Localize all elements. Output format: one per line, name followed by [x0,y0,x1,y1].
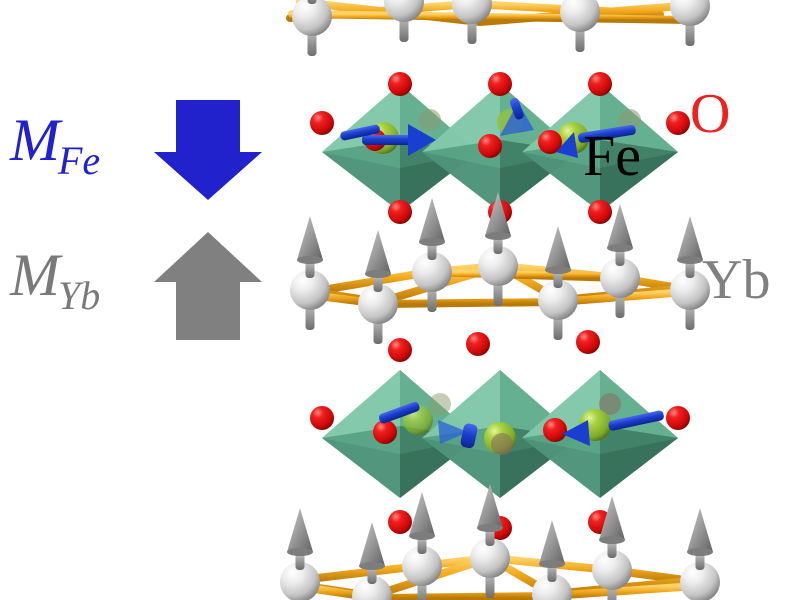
oxygen-atom [576,330,600,354]
fe-spin-tail [340,124,380,141]
fe-site [538,109,641,158]
fe-spin-tail [509,98,524,120]
oxygen-atom [478,134,502,158]
yb-atom [292,0,332,56]
oxygen-atom [588,72,612,96]
fe-spin-tail [608,410,664,431]
yb-moment-label: MYb [10,242,102,316]
fe-atom-back [419,109,441,131]
oxygen-atom [543,418,567,442]
yb-atom [352,522,392,600]
yb-layer-middle [290,192,710,344]
fe-atom-back [619,109,641,131]
oxygen-atom [388,510,412,534]
ytterbium-label: Yb [702,249,771,311]
fe-site [543,393,664,446]
oxygen-atom [588,200,612,224]
oxygen-atom [310,406,334,430]
fe-atoms-upper [340,98,641,158]
oxygen-atom [388,200,412,224]
oxygen-atom [466,332,490,356]
oxygen-label: O [690,83,731,145]
yb-atom [560,0,600,52]
fe-atoms-lower [373,393,664,455]
fe-site [460,422,516,455]
fe-moment-arrow-icon [154,100,262,200]
yb-layer-bottom [280,484,720,600]
yb-atom [412,198,452,312]
fe-site [478,98,534,158]
legend-arrows [154,100,262,340]
fe-spin-head [556,132,578,158]
fe-moment-label: MFe [10,107,102,181]
yb-atom [478,192,518,306]
fe-spin-head [562,420,590,446]
fe-moment-subscript: Fe [57,138,101,183]
yb-atom [470,484,510,598]
oxygen-atom [388,72,412,96]
fe-site [373,393,468,444]
fe-layer-lower [310,330,690,540]
oxygen-atom [373,420,397,444]
yb-layer-top [286,0,710,56]
oxygen-atom [666,111,690,135]
yb-moment-arrow-icon [154,232,262,340]
yb-moment-subscript: Yb [57,273,101,318]
fe-site [340,109,441,156]
oxygen-atom [666,406,690,430]
oxygen-atom [310,111,334,135]
oxygen-atom [538,130,562,154]
yb-moment-symbol: M [10,242,60,308]
yb-atom [290,216,330,330]
fe-atom-back [599,393,621,415]
fe-spin-arrow [438,420,468,444]
yb-atom [538,226,578,340]
fe-spin-arrow [460,423,478,449]
yb-atom [280,508,320,600]
fe-atom-back [429,393,451,415]
oxygen-atom [488,72,512,96]
fe-spin-arrow [578,125,636,143]
oxygen-atom [388,338,412,362]
yb-atom [384,0,424,42]
fe-atom-back [491,433,513,455]
yb-atom [680,508,720,600]
fe-spin-tail [378,401,420,424]
fe-moment-symbol: M [10,107,60,173]
yb-atoms-middle [290,192,710,344]
iron-label: Fe [583,123,641,188]
